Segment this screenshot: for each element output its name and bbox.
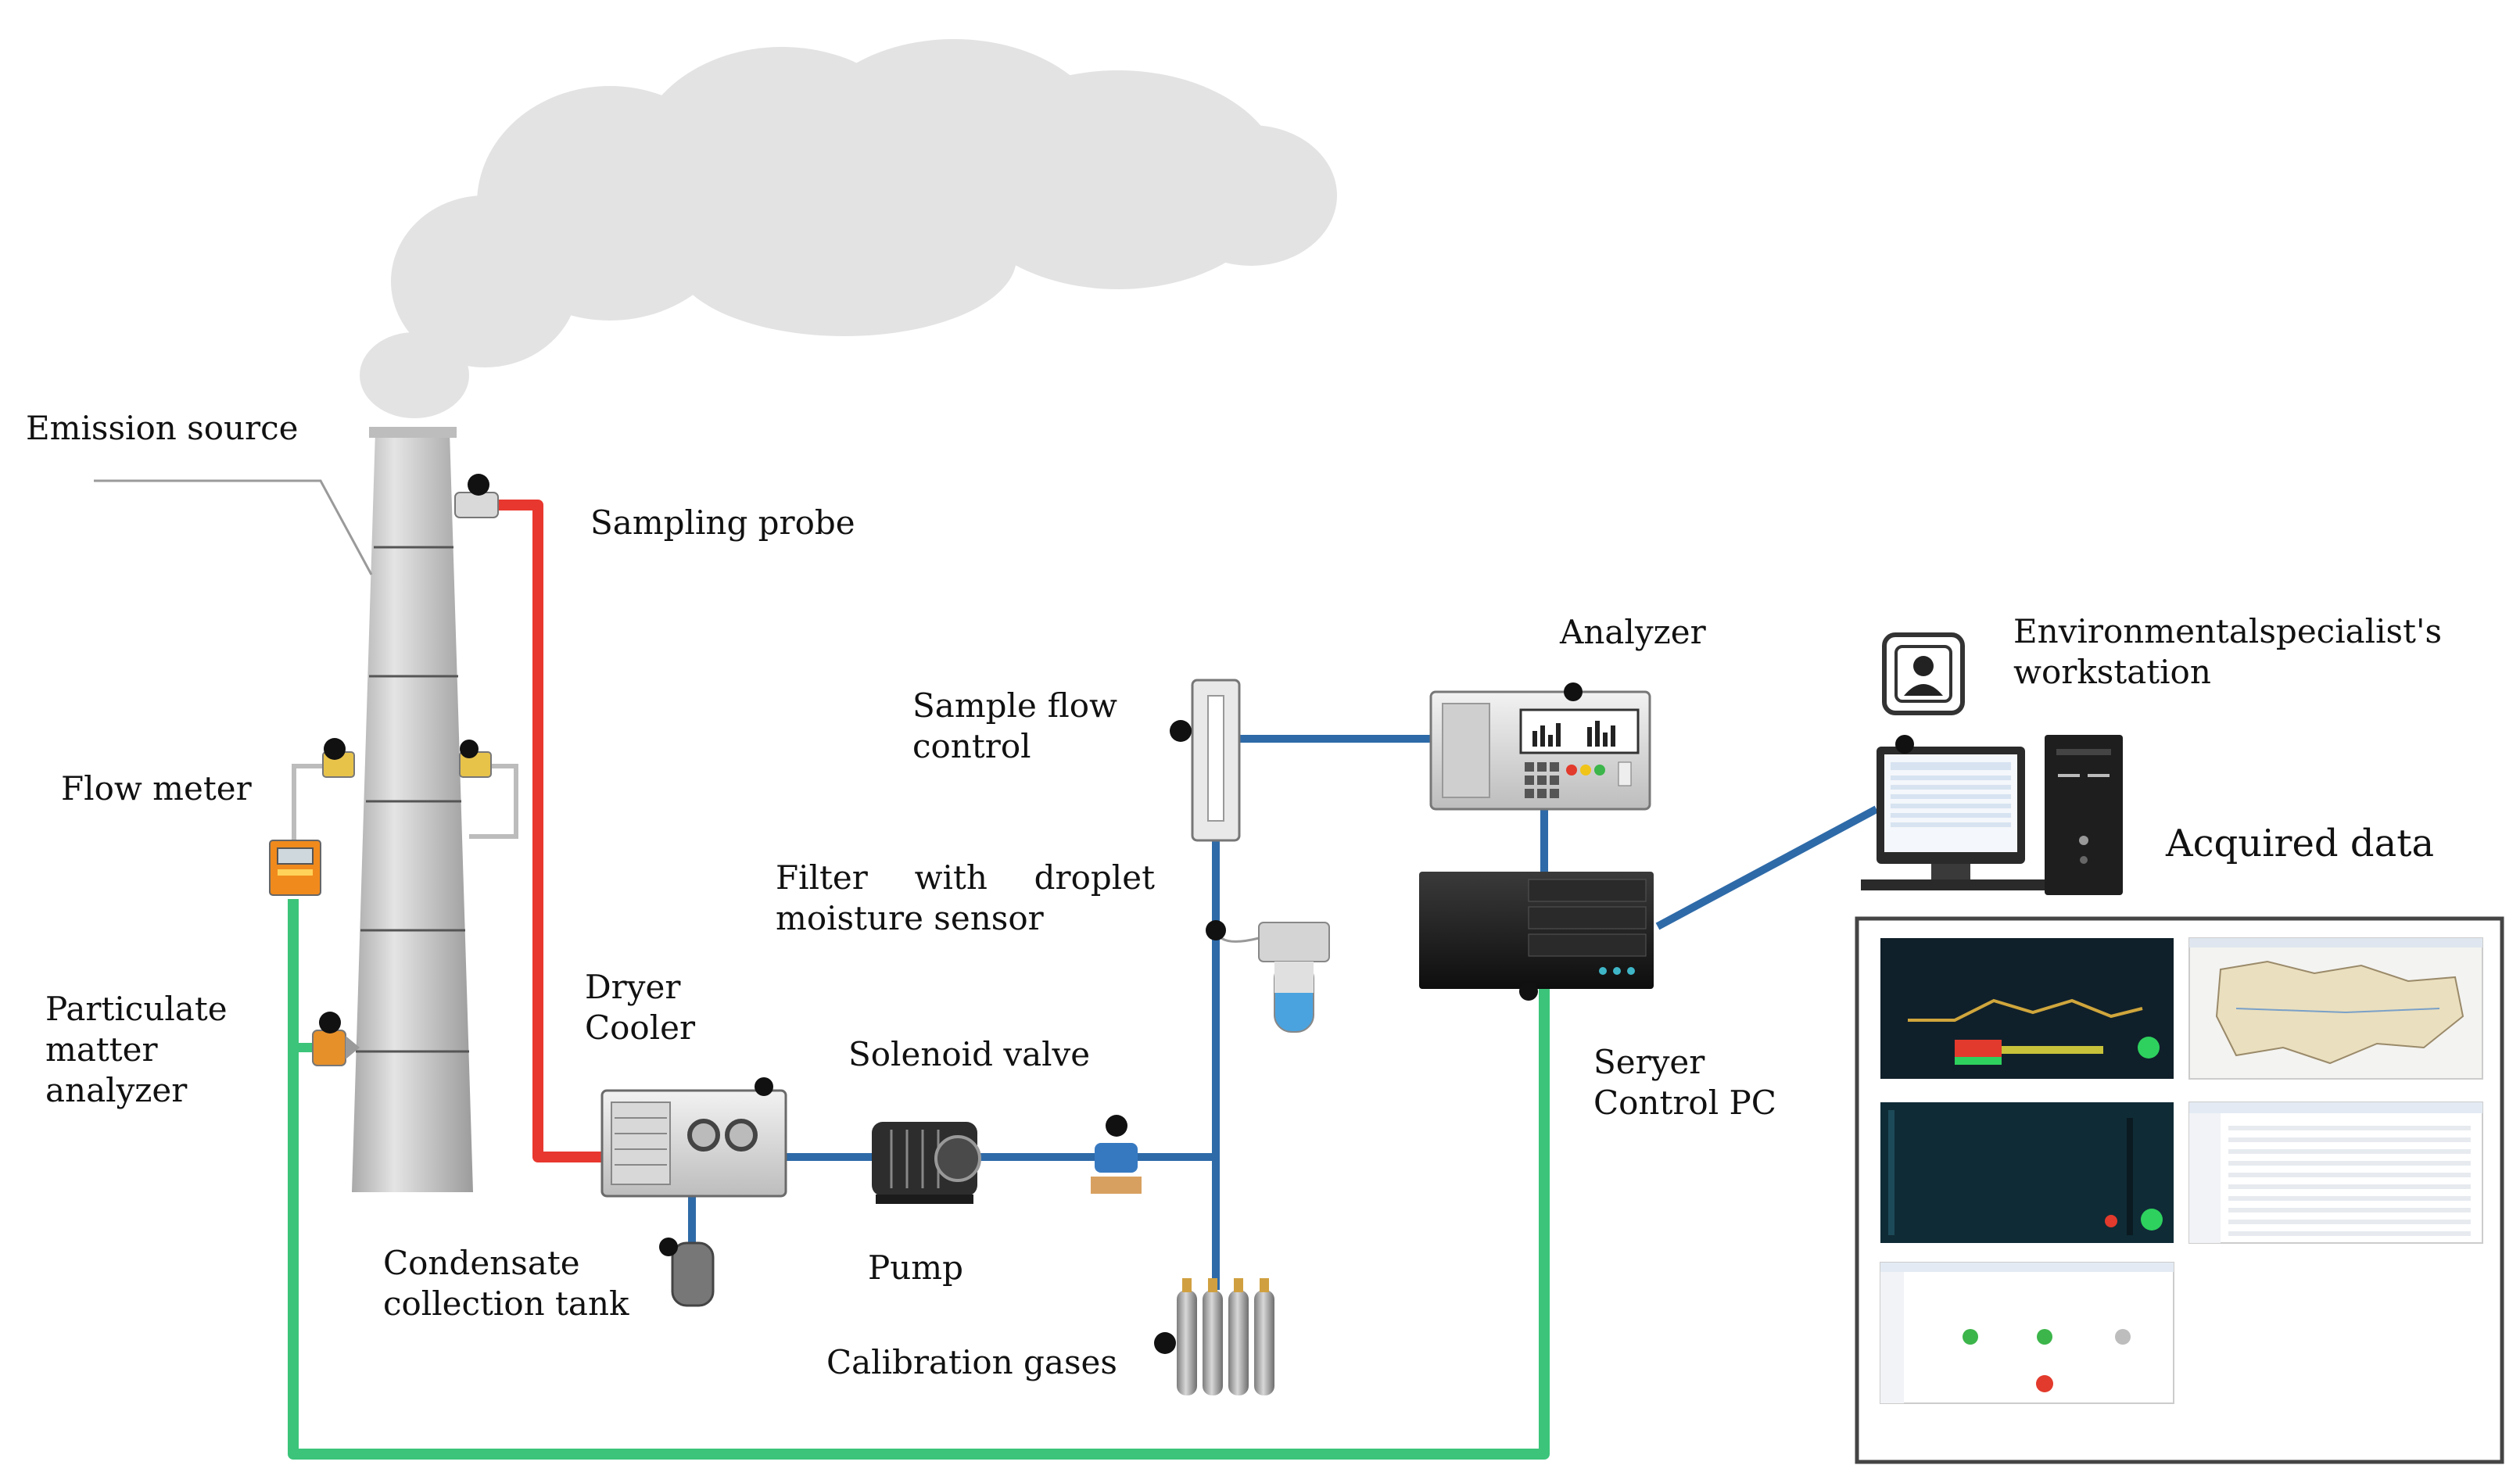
label-condensate-line1: Condensate (383, 1244, 580, 1282)
label-solenoid-valve: Solenoid valve (848, 1035, 1091, 1073)
filter-icon (1206, 920, 1330, 1033)
label-word-filter: Filter (776, 858, 868, 897)
label-server-line1: Seryer (1593, 1043, 1705, 1081)
data-screenshot-table (2188, 1102, 2483, 1244)
label-analyzer: Analyzer (1560, 613, 1706, 651)
label-workstation-line1: Environmental specialist's (2013, 611, 2442, 652)
flow-meter-icon (269, 738, 518, 896)
label-condensate-line2: collection tank (383, 1284, 629, 1323)
label-word-with: with (914, 858, 988, 897)
solenoid-valve-icon (1091, 1115, 1142, 1194)
sampling-probe-icon (454, 474, 499, 518)
label-word-specialists: specialist's (2259, 612, 2443, 650)
sample-pipes (288, 500, 1879, 1460)
acquired-data-panel (1855, 916, 2504, 1464)
label-word-environmental: Environmental (2013, 612, 2260, 650)
data-screenshot-monitoring (1880, 1102, 2174, 1243)
label-filter-line2: moisture sensor (776, 899, 1044, 937)
sample-flow-meter-icon (1170, 679, 1241, 842)
label-filter-moisture-sensor: Filter with droplet moisture sensor (776, 858, 1155, 939)
label-particulate-line3: analyzer (45, 1071, 188, 1109)
label-particulate-line2: matter (45, 1030, 158, 1069)
data-screenshot-map (2188, 937, 2483, 1080)
label-sample-flow-line2: control (912, 727, 1031, 765)
dryer-cooler-icon (600, 1077, 787, 1198)
label-emission-source: Emission source (26, 409, 299, 447)
data-screenshot-dashboard (1880, 938, 2174, 1079)
label-cooler: Cooler (585, 1008, 696, 1047)
label-sample-flow-line1: Sample flow (912, 686, 1117, 726)
label-calibration-gases: Calibration gases (826, 1343, 1117, 1381)
server-icon (1419, 872, 1654, 1001)
label-word-flow: flow (1047, 686, 1117, 725)
label-sampling-probe: Sampling probe (590, 503, 855, 542)
particulate-analyzer-icon (312, 1012, 360, 1066)
label-particulate-line1: Particulate (45, 990, 228, 1028)
label-particulate-analyzer: Particulate matter analyzer (45, 989, 228, 1111)
label-workstation-line2: workstation (2013, 653, 2211, 691)
data-screenshot-status (1880, 1262, 2174, 1404)
label-dryer-cooler: Dryer Cooler (585, 967, 695, 1048)
label-dryer: Dryer (585, 968, 681, 1006)
analyzer-icon (1429, 682, 1651, 811)
red-sample-line (496, 500, 606, 1162)
label-condensate-tank: Condensate collection tank (383, 1243, 629, 1324)
green-signal-line (288, 899, 1550, 1460)
chimney-icon (94, 427, 473, 1192)
label-acquired-data: Acquired data (2166, 822, 2435, 865)
label-word-sample: Sample (912, 686, 1037, 725)
workstation-tower-icon (2045, 735, 2123, 895)
label-flow-meter: Flow meter (61, 769, 252, 808)
label-filter-line1: Filter with droplet (776, 858, 1155, 898)
person-icon (1882, 632, 1965, 715)
workstation-monitor-icon (1861, 735, 2045, 890)
label-pump: Pump (868, 1248, 964, 1287)
calibration-gas-cylinders-icon (1154, 1278, 1274, 1395)
label-workstation: Environmental specialist's workstation (2013, 611, 2442, 693)
smoke-icon (360, 39, 1337, 418)
label-server-control-pc: Seryer Control PC (1593, 1042, 1776, 1123)
label-word-droplet: droplet (1034, 858, 1155, 897)
label-server-line2: Control PC (1593, 1084, 1776, 1122)
label-sample-flow-control: Sample flow control (912, 686, 1117, 767)
pump-icon (872, 1122, 981, 1204)
condensate-tank-icon (659, 1238, 715, 1307)
